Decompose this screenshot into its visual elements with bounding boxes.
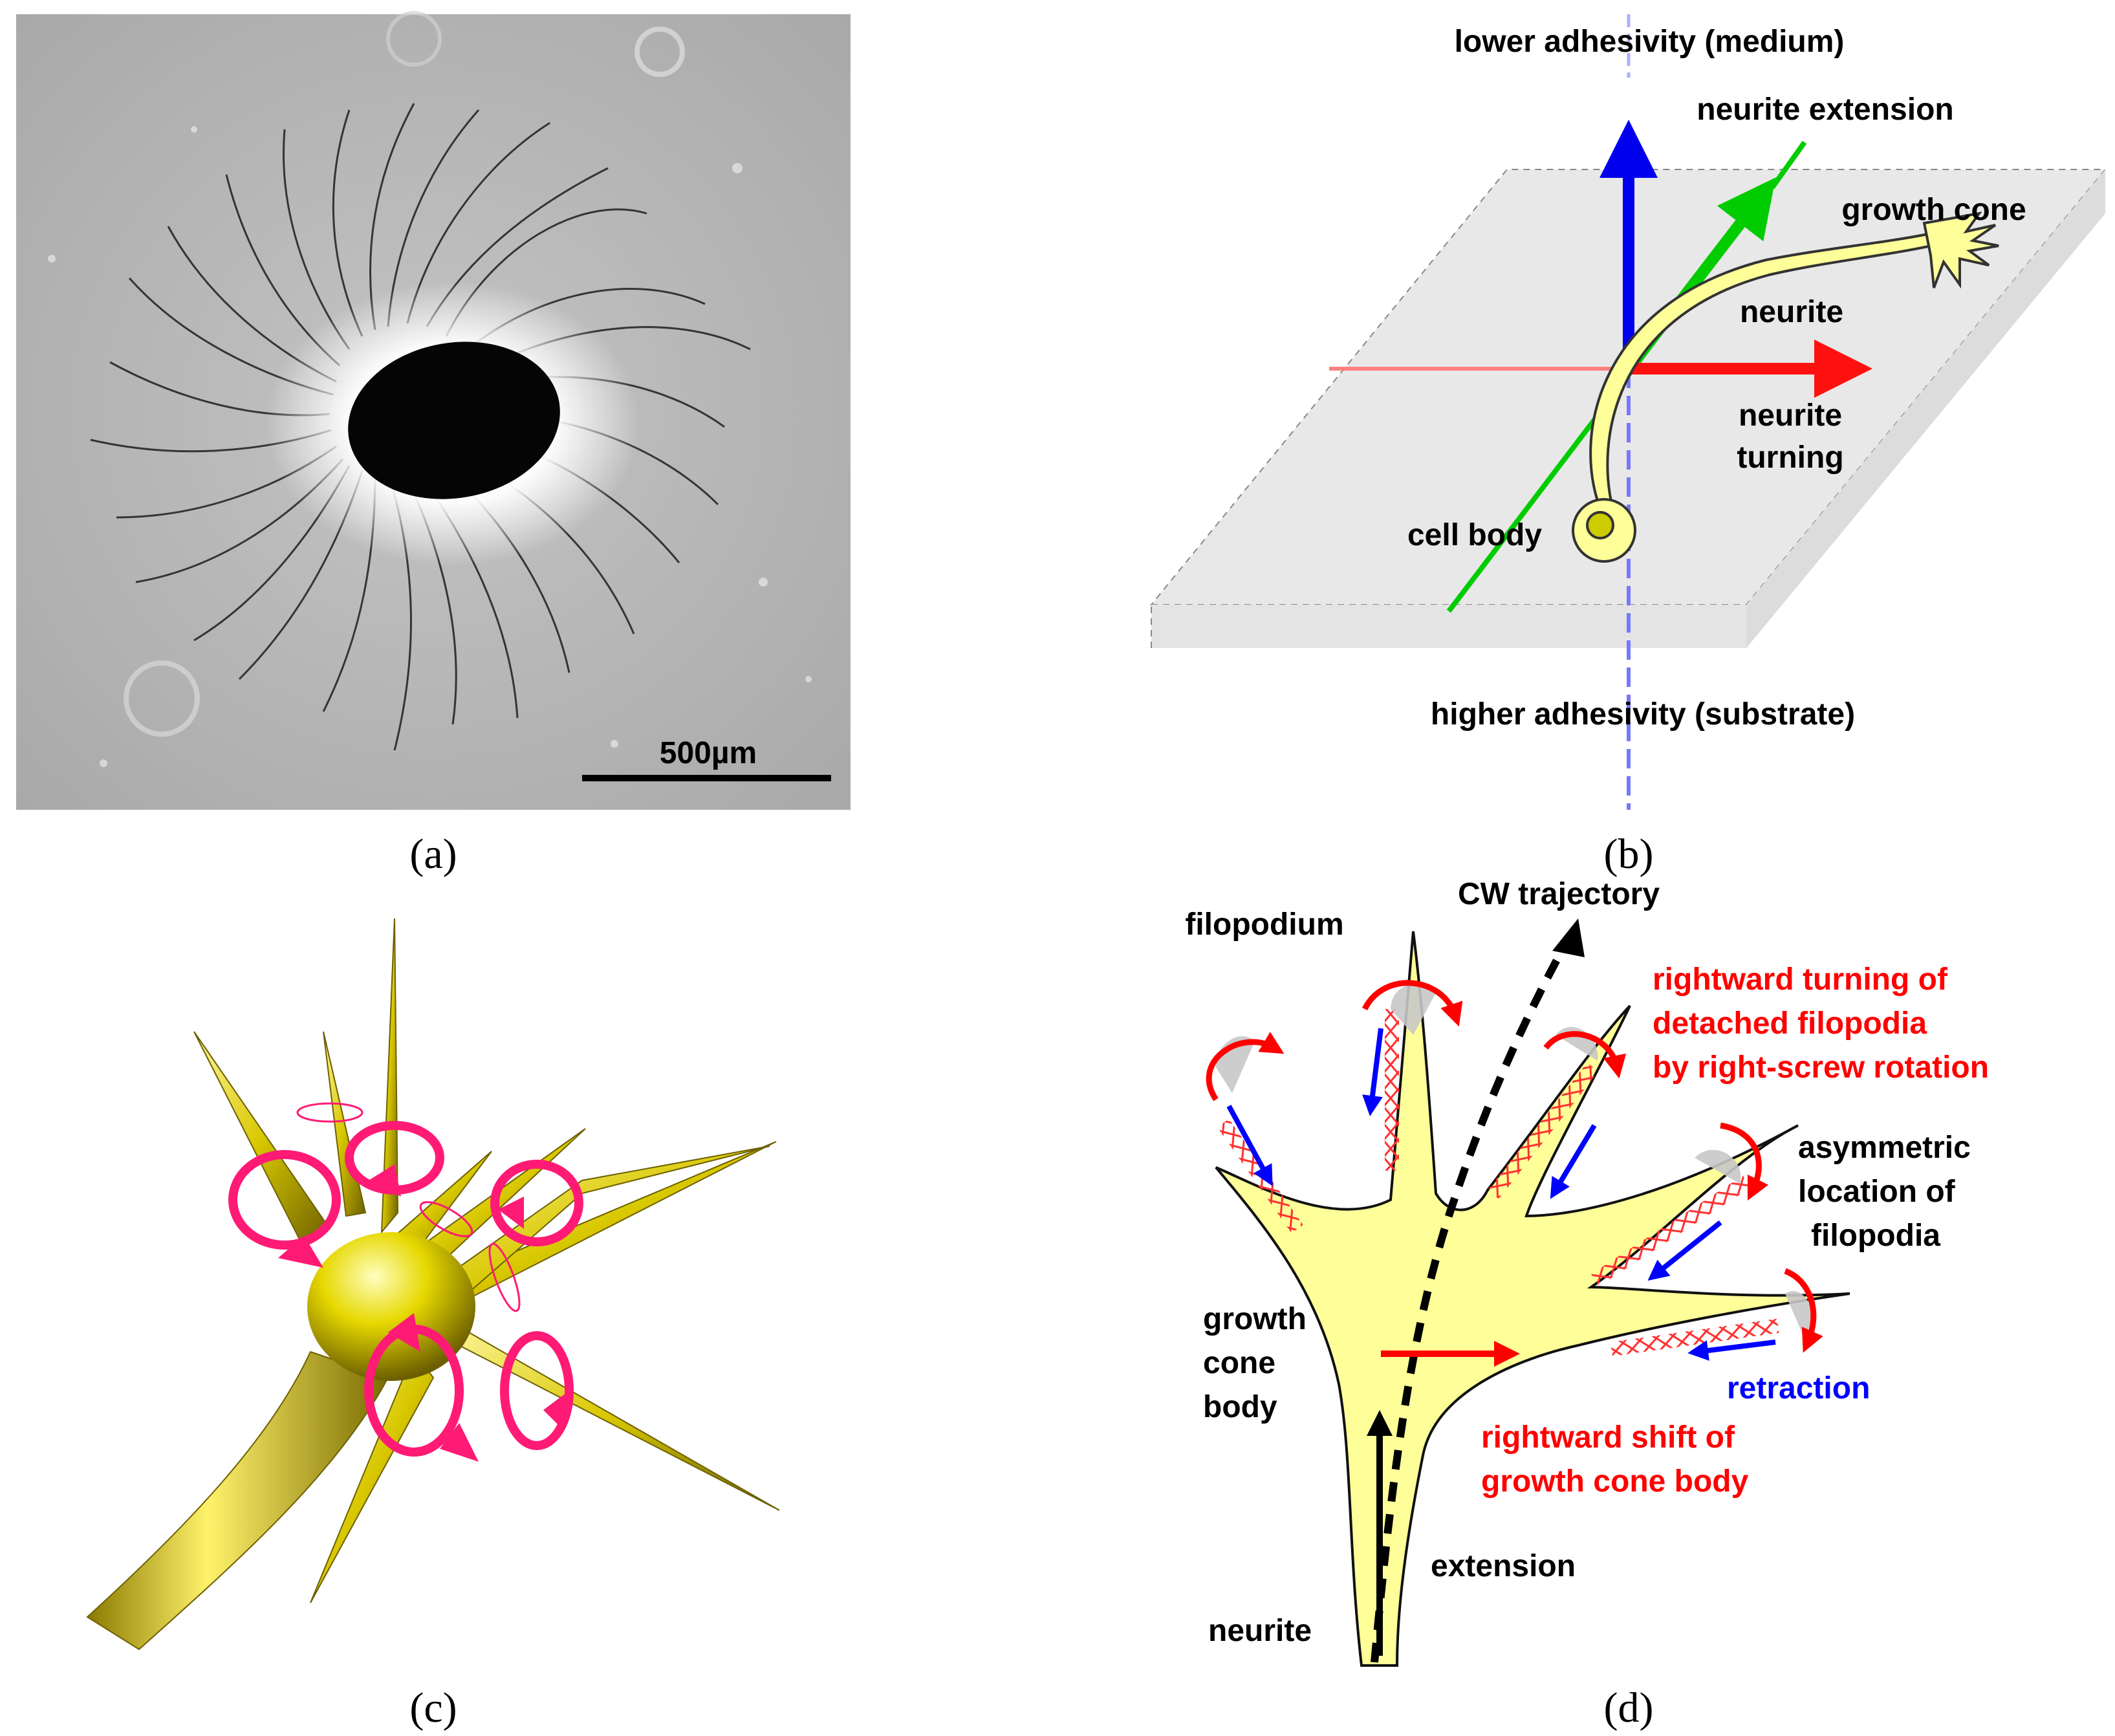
label-filopodium: filopodium [1185,907,1343,942]
label-asymmetric-2: location of [1798,1175,1956,1209]
panel-b: lower adhesivity (medium) neurite extens… [1149,14,2107,810]
scale-bar [582,775,831,781]
label-neurite-d: neurite [1208,1614,1312,1648]
filopodia-spikes [193,918,780,1603]
panel-d: filopodium CW trajectory rightward turni… [1185,877,1989,1667]
label-rightward-shift-1: rightward shift of [1481,1420,1735,1455]
nucleus [1586,511,1614,539]
neurite-stalk [86,1351,389,1651]
label-rightward-shift-2: growth cone body [1481,1464,1749,1499]
label-asymmetric-1: asymmetric [1798,1131,1971,1165]
label-cell-body: cell body [1407,518,1542,552]
label-growth-cone: growth cone [1841,193,2026,227]
growth-cone-ball [307,1232,475,1381]
caption-d: (d) [1604,1684,1654,1731]
label-asymmetric-3: filopodia [1811,1219,1940,1253]
growth-cone-outline [1215,931,1850,1667]
label-growth-cone-body-3: body [1203,1390,1277,1424]
panel-c [86,918,780,1651]
micrograph-texture [48,11,812,767]
rotation-arrows-red [1206,980,1823,1353]
label-extension: extension [1431,1549,1576,1583]
caption-b: (b) [1604,830,1654,878]
label-cw-trajectory: CW trajectory [1458,877,1660,911]
label-lower-adhesivity: lower adhesivity (medium) [1455,25,1845,59]
label-rightward-turning-1: rightward turning of [1653,962,1948,997]
rotation-arrows [228,1121,583,1457]
label-neurite-turning-2: turning [1737,440,1843,475]
label-retraction: retraction [1727,1371,1870,1405]
substrate-side-face [1746,169,2105,648]
growth-cone-shape [1922,212,1999,289]
label-neurite-extension: neurite extension [1697,92,1953,127]
label-growth-cone-body-2: cone [1203,1346,1275,1380]
retraction-arrows [1226,1028,1776,1361]
cw-trajectory [1371,942,1569,1663]
actin-bundles [1217,1009,1779,1356]
caption-c: (c) [409,1684,457,1731]
substrate-front-face [1151,605,1746,648]
rotation-arrowheads [278,1164,569,1462]
faint-rotation-ellipses [296,1102,521,1312]
label-rightward-turning-2: detached filopodia [1653,1006,1927,1041]
panel-a: 500µm [16,11,851,810]
label-higher-adhesivity: higher adhesivity (substrate) [1431,697,1855,732]
label-rightward-turning-3: by right-screw rotation [1653,1050,1989,1085]
caption-a: (a) [409,830,457,878]
scale-bar-label: 500µm [660,736,757,770]
explant-body [348,342,560,499]
label-growth-cone-body-1: growth [1203,1302,1307,1336]
label-neurite-turning-1: neurite [1739,398,1842,433]
label-neurite: neurite [1740,295,1843,329]
